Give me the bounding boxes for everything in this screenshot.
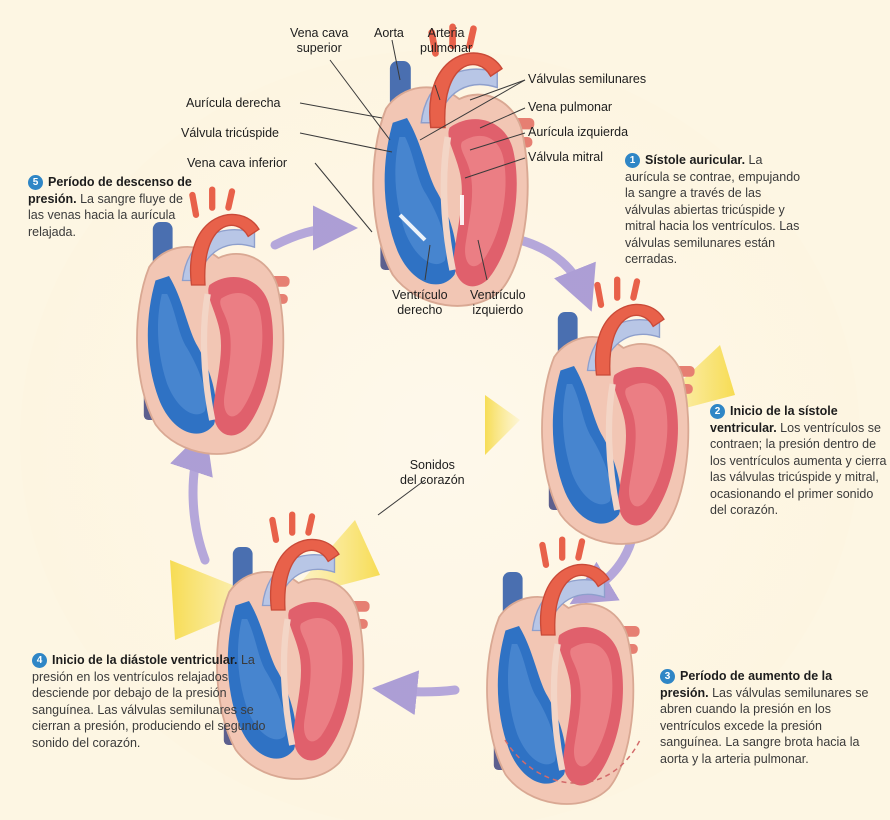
step-title: Inicio de la diástole ventricular.: [52, 653, 237, 667]
label-sonidos-del-corazon: Sonidos del corazón: [400, 458, 465, 488]
step-number-badge: 3: [660, 669, 675, 684]
step-number-badge: 2: [710, 404, 725, 419]
label-auricula-derecha: Aurícula derecha: [186, 96, 281, 111]
label-ventriculo-izquierdo: Ventrículo izquierdo: [470, 288, 526, 318]
label-aorta: Aorta: [374, 26, 404, 41]
label-vena-cava-inferior: Vena cava inferior: [187, 156, 287, 171]
step-number-badge: 5: [28, 175, 43, 190]
step-title: Sístole auricular.: [645, 153, 745, 167]
step-4-inicio-diastole-ventricular: 4 Inicio de la diástole ventricular. La p…: [32, 652, 267, 751]
label-ventriculo-derecho: Ventrículo derecho: [392, 288, 448, 318]
label-auricula-izquierda: Aurícula izquierda: [528, 125, 628, 140]
step-body: La aurícula se contrae, empujando la san…: [625, 153, 800, 266]
step-number-badge: 4: [32, 653, 47, 668]
label-valvula-mitral: Válvula mitral: [528, 150, 603, 165]
step-body: La presión en los ventrículos relajados …: [32, 653, 266, 750]
label-vena-pulmonar: Vena pulmonar: [528, 100, 612, 115]
step-1-sistole-auricular: 1 Sístole auricular. La aurícula se contr…: [625, 152, 805, 268]
label-vena-cava-superior: Vena cava superior: [290, 26, 348, 56]
label-valvulas-semilunares: Válvulas semilunares: [528, 72, 646, 87]
step-number-badge: 1: [625, 153, 640, 168]
label-arteria-pulmonar: Arteria pulmonar: [420, 26, 472, 56]
label-valvula-tricuspide: Válvula tricúspide: [181, 126, 279, 141]
